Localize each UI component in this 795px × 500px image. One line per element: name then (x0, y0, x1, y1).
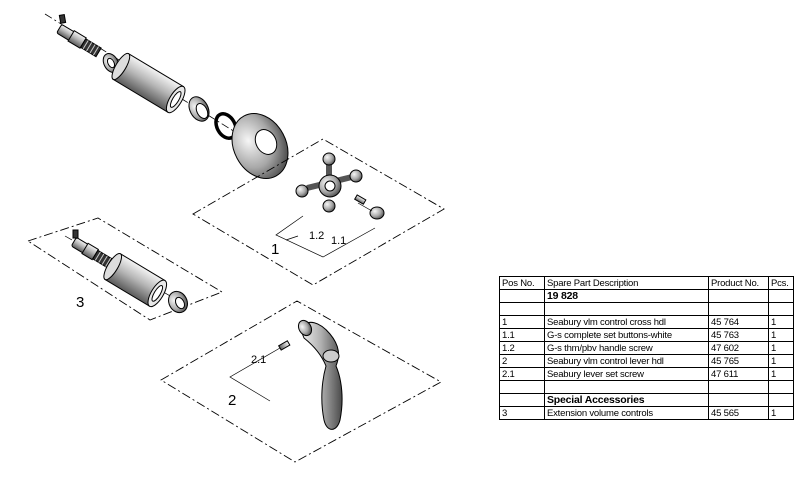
special-accessories-heading: Special Accessories (544, 393, 709, 407)
table-row: 1 Seabury vlm control cross hdl 45 764 1 (499, 315, 794, 329)
product-no-cell: 47 611 (708, 367, 769, 381)
pcs-cell: 1 (768, 315, 794, 329)
description-cell: Seabury vlm control cross hdl (544, 315, 709, 329)
extension-tube-part (103, 252, 168, 308)
description-cell: Seabury lever set screw (544, 367, 709, 381)
table-row-blank (499, 302, 794, 316)
pcs-cell: 1 (768, 328, 794, 342)
pos-cell: 3 (499, 406, 545, 420)
description-cell: G-s thm/pbv handle screw (544, 341, 709, 355)
pos-cell: 1.2 (499, 341, 545, 355)
product-no-cell: 45 765 (708, 354, 769, 368)
callout-3: 3 (76, 294, 84, 311)
table-header-row: Pos No. Spare Part Description Product N… (499, 276, 794, 290)
header-product-no: Product No. (708, 276, 769, 290)
callout-1-1: 1.1 (331, 235, 346, 247)
lever-set-screw-part (277, 340, 291, 351)
group-1-panel: 1.2 1.1 1 (192, 138, 445, 286)
table-row-article: 19 828 (499, 289, 794, 303)
article-number: 19 828 (544, 289, 709, 303)
button-part (369, 206, 385, 220)
table-row: 3 Extension volume controls 45 565 1 (499, 406, 794, 420)
pos-cell: 2 (499, 354, 545, 368)
description-cell: G-s complete set buttons-white (544, 328, 709, 342)
table-row-special-heading: Special Accessories (499, 393, 794, 407)
cross-handle-part (295, 152, 363, 213)
pcs-cell: 1 (768, 406, 794, 420)
pos-cell: 1 (499, 315, 545, 329)
callout-2: 2 (228, 392, 236, 409)
header-description: Spare Part Description (544, 276, 709, 290)
callout-2-1: 2.1 (251, 354, 266, 366)
extension-spindle-tip (72, 229, 79, 239)
header-pos-no: Pos No. (499, 276, 545, 290)
product-no-cell: 47 602 (708, 341, 769, 355)
product-no-cell: 45 764 (708, 315, 769, 329)
spare-parts-table: Pos No. Spare Part Description Product N… (499, 276, 794, 420)
table-row: 2.1 Seabury lever set screw 47 611 1 (499, 367, 794, 381)
spindle-tip (58, 13, 67, 24)
callout-1: 1 (271, 241, 279, 258)
lever-handle-part (297, 319, 343, 430)
callout-1-2: 1.2 (309, 230, 324, 242)
table-row-blank (499, 380, 794, 394)
extension-sleeve (111, 52, 186, 114)
description-cell: Extension volume controls (544, 406, 709, 420)
header-pcs: Pcs. (768, 276, 794, 290)
product-no-cell: 45 763 (708, 328, 769, 342)
description-cell: Seabury vlm control lever hdl (544, 354, 709, 368)
table-row: 2 Seabury vlm control lever hdl 45 765 1 (499, 354, 794, 368)
valve-assembly (44, 13, 289, 179)
pcs-cell: 1 (768, 354, 794, 368)
handle-screw-part (353, 194, 367, 205)
extension-spindle-part (71, 237, 114, 269)
table-row: 1.2 G-s thm/pbv handle screw 47 602 1 (499, 341, 794, 355)
pcs-cell: 1 (768, 367, 794, 381)
spindle-part (56, 24, 102, 58)
group-3-panel: 3 (26, 217, 224, 321)
product-no-cell: 45 565 (708, 406, 769, 420)
group-2-panel: 2.1 2 (160, 300, 442, 463)
table-row: 1.1 G-s complete set buttons-white 45 76… (499, 328, 794, 342)
pcs-cell: 1 (768, 341, 794, 355)
pos-cell: 1.1 (499, 328, 545, 342)
pos-cell: 2.1 (499, 367, 545, 381)
